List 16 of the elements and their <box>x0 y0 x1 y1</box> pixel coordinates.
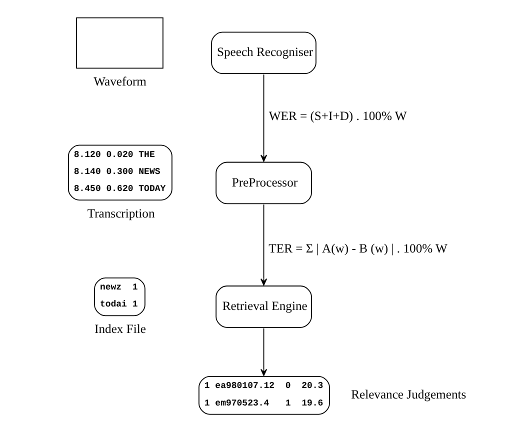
arrow <box>260 204 268 286</box>
node-box: newz 1 todai 1 <box>94 277 146 316</box>
node-label: Waveform <box>94 74 146 88</box>
node-label: Transcription <box>87 206 155 220</box>
arrow <box>260 74 268 162</box>
edge-label: WER = (S+I+D) . 100% W <box>268 109 407 124</box>
edge-label: TER = Σ | A(w) - B (w) | . 100% W <box>268 241 448 256</box>
node-box <box>76 17 164 69</box>
node-box: Speech Recogniser <box>211 32 316 74</box>
node-box: 8.120 0.020 THE 8.140 0.300 NEWS 8.450 0.620 TODAY <box>68 144 172 200</box>
node-label: Relevance Judgements <box>351 388 466 402</box>
node-box: Retrieval Engine <box>216 286 312 328</box>
node-box: 1 ea980107.12 0 20.3 1 em970523.4 1 19.6 <box>198 376 330 415</box>
arrow <box>260 328 268 376</box>
node-box: PreProcessor <box>216 162 312 204</box>
node-label: Index File <box>94 322 146 336</box>
